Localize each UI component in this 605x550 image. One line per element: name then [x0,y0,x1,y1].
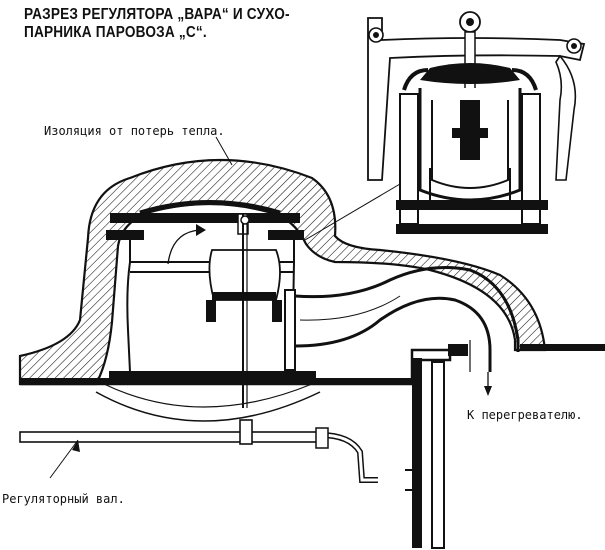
steam-pipe [294,266,520,396]
title-line-1: РАЗРЕЗ РЕГУЛЯТОРА „ВАРА“ И СУХО- [24,6,290,23]
leader-insulation [215,136,233,166]
label-regulator-shaft: Регуляторный вал. [2,492,125,506]
label-superheater: К перегревателю. [467,408,583,422]
label-insulation: Изоляция от потерь тепла. [44,124,225,138]
title-line-2: ПАРНИКА ПАРОВОЗА „С“. [24,24,207,41]
regulator-valve [167,213,296,408]
leader-shaft-arrow [72,440,80,452]
regulator-shaft [19,419,420,491]
leader-shaft [49,439,79,479]
leader-inset [304,183,401,241]
inset-valve-detail [367,11,586,234]
boiler-shell [20,344,605,549]
dome-top-flange [106,200,304,240]
